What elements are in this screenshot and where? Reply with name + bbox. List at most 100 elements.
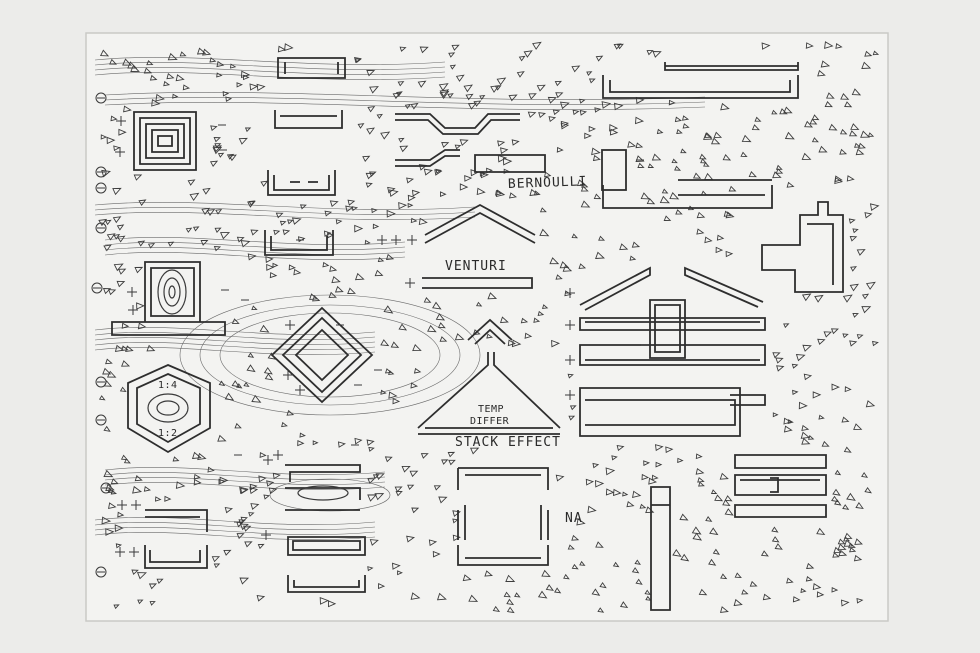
arrow-mark: [771, 536, 780, 543]
arrow-mark: [102, 367, 112, 375]
stack-effect-roof: [467, 318, 513, 345]
arrow-mark: [784, 131, 795, 140]
arrow-mark: [220, 232, 231, 240]
arrow-mark: [384, 456, 393, 463]
arrow-mark: [644, 589, 651, 595]
arrow-mark: [211, 556, 221, 563]
plus-symbol: [117, 500, 127, 510]
arrow-mark: [411, 507, 420, 514]
arrow-mark: [273, 229, 281, 236]
flow-line: [94, 212, 476, 220]
arrow-mark: [864, 50, 873, 57]
arrow-mark: [837, 538, 846, 545]
arrow-mark: [496, 77, 507, 86]
arrow-mark: [123, 458, 131, 464]
arrow-mark: [612, 561, 620, 568]
arrow-mark: [656, 128, 664, 135]
arrow-mark: [259, 451, 267, 458]
arrow-mark: [800, 431, 811, 439]
arrow-mark: [571, 534, 580, 541]
arrow-mark: [724, 508, 734, 516]
arrow-mark: [464, 175, 473, 182]
arrow-mark: [191, 451, 202, 460]
arrow-mark: [640, 192, 651, 200]
arrow-mark: [200, 240, 209, 246]
arrow-mark: [619, 601, 629, 608]
arrow-mark: [223, 549, 232, 556]
arrow-mark: [529, 188, 539, 197]
arrow-mark: [580, 200, 591, 208]
arrow-mark: [395, 491, 403, 497]
arrow-mark: [659, 195, 670, 204]
arrow-mark: [528, 93, 537, 100]
arrow-mark: [437, 322, 446, 329]
arrow-mark: [665, 446, 674, 454]
arrow-mark: [134, 475, 143, 482]
arrow-mark: [556, 146, 564, 153]
arrow-mark: [118, 268, 127, 275]
arrow-mark: [136, 302, 145, 310]
box-pair-1: [267, 170, 336, 196]
arrow-mark: [772, 352, 781, 359]
arrow-mark: [354, 224, 364, 233]
arrow-mark: [860, 130, 871, 138]
arrow-mark: [475, 301, 483, 307]
plus-symbol: [129, 547, 139, 557]
arrow-mark: [616, 444, 625, 452]
arrow-mark: [272, 472, 281, 480]
section-top-b: [274, 110, 343, 129]
arrow-mark: [772, 171, 782, 179]
arrow-mark: [823, 331, 833, 338]
plus-symbol: [283, 370, 293, 380]
arrow-mark: [213, 563, 221, 569]
arrow-mark: [436, 592, 447, 601]
arrow-mark: [236, 533, 245, 540]
arrow-mark: [299, 432, 306, 438]
arrow-mark: [853, 554, 863, 562]
arrow-mark: [646, 197, 656, 205]
arrow-mark: [147, 243, 156, 249]
arrow-mark: [855, 148, 865, 156]
arrow-mark: [116, 224, 125, 231]
arrow-mark: [632, 490, 642, 498]
arrow-mark: [849, 283, 859, 292]
arrow-mark: [386, 209, 396, 218]
arrow-mark: [410, 382, 419, 389]
arrow-mark: [216, 60, 225, 68]
arrow-mark: [494, 85, 502, 91]
arrow-mark: [861, 61, 872, 69]
arrow-mark: [856, 597, 864, 604]
charge-symbols: [91, 92, 649, 578]
arrow-mark: [401, 465, 411, 473]
arrow-mark: [427, 324, 437, 333]
arrow-mark: [447, 93, 454, 99]
arrow-mark: [251, 394, 262, 403]
arrow-mark: [842, 504, 850, 510]
arrow-mark: [249, 487, 259, 495]
arrow-mark: [380, 389, 387, 395]
arrow-mark: [114, 344, 125, 352]
arrow-mark: [113, 145, 121, 152]
arrow-mark: [112, 216, 122, 224]
arrow-mark: [710, 489, 718, 494]
arrow-mark: [166, 73, 175, 80]
arrow-mark: [748, 170, 757, 178]
arrow-mark: [676, 128, 683, 135]
arrow-mark: [591, 147, 601, 156]
arrow-mark: [212, 145, 223, 153]
flow-line: [104, 97, 706, 105]
arrow-mark: [130, 64, 140, 72]
arrow-mark: [217, 152, 225, 158]
arrow-mark: [508, 94, 518, 102]
arrow-mark: [783, 417, 793, 425]
arrow-mark: [712, 548, 720, 555]
arrow-mark: [795, 353, 806, 362]
arrow-mark: [585, 478, 595, 486]
flow-line: [94, 337, 376, 345]
label-temp: TEMP: [478, 404, 504, 415]
arrow-mark: [837, 543, 847, 551]
arrow-mark: [490, 85, 500, 93]
arrow-mark: [441, 459, 449, 465]
arrow-mark: [397, 570, 403, 576]
